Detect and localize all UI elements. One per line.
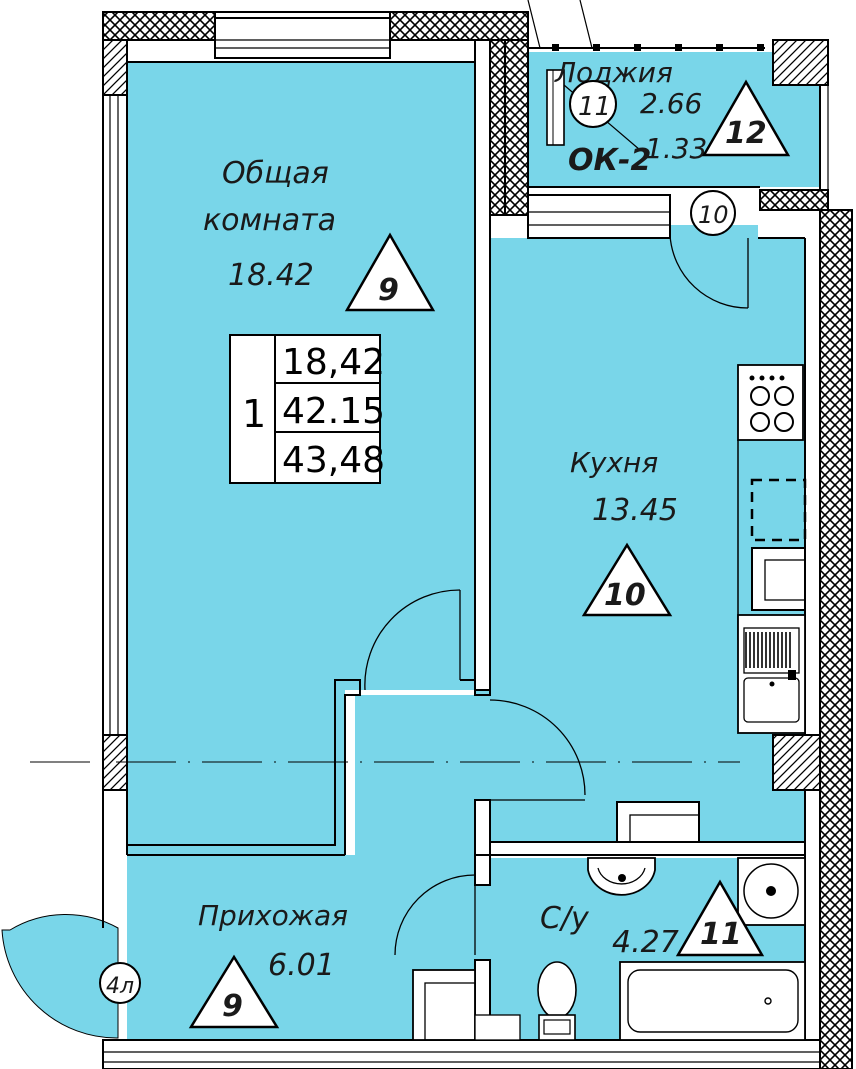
bathroom-name: С/у — [540, 901, 590, 936]
door-bathroom — [394, 874, 476, 956]
loggia-rail — [552, 44, 764, 51]
walls — [30, 0, 853, 1069]
total-with-loggia-value: 43,48 — [282, 440, 385, 481]
wall-bottom — [102, 1039, 821, 1069]
loggia-name: Лоджия — [554, 56, 673, 89]
room-labels: Общая комната 18.42 Кухня 13.45 Прихожая… — [198, 56, 707, 983]
rooms-count: 1 — [242, 392, 266, 436]
loggia-area: 2.66 — [640, 87, 702, 120]
window-top — [214, 17, 391, 59]
living-room-area: 18.42 — [228, 258, 314, 293]
finish-markers: 9 10 9 11 12 — [188, 79, 791, 1029]
total-area-value: 42.15 — [282, 391, 385, 432]
wall-top-left — [102, 11, 216, 41]
door-kitchen — [489, 699, 586, 796]
fridge-icon — [751, 547, 806, 611]
door-living — [364, 589, 461, 691]
marker-loggia: 12 — [701, 79, 791, 157]
kitchen-sink-icon — [737, 614, 806, 734]
tag-loggia: 11 — [569, 80, 617, 128]
wall-right — [819, 209, 853, 1069]
stove-icon — [737, 364, 804, 441]
living-room-name-line1: Общая — [222, 156, 329, 191]
tag-kitchen-door: 10 — [690, 190, 736, 236]
svg-text:10: 10 — [604, 578, 646, 613]
kitchen-area — [475, 225, 805, 842]
living-room-name-line2: комната — [203, 203, 336, 238]
wall-loggia-right — [772, 39, 829, 86]
kitchen-area: 13.45 — [592, 493, 678, 528]
svg-text:4л: 4л — [106, 974, 134, 999]
bathroom-sink-icon — [587, 857, 656, 896]
svg-text:9: 9 — [222, 989, 243, 1024]
circle-tags: 11 10 4л — [99, 80, 736, 1004]
wall-left-top — [102, 39, 128, 96]
entrance-door-swing — [1, 914, 119, 1039]
bathroom-area: 4.27 — [612, 925, 679, 960]
shower-tray-icon — [737, 857, 806, 926]
toilet-icon — [537, 961, 577, 1041]
bathtub-icon — [619, 961, 806, 1041]
hallway-area — [127, 695, 490, 1040]
svg-text:11: 11 — [578, 92, 611, 122]
loggia-area-2: 1.33 — [645, 132, 707, 165]
marker-bathroom: 11 — [675, 879, 765, 957]
dishwasher-icon — [750, 478, 807, 542]
tag-entrance: 4л — [99, 962, 141, 1004]
washing-machine-icon — [616, 801, 700, 843]
living-area-value: 18,42 — [282, 342, 385, 383]
hallway-name: Прихожая — [198, 899, 348, 932]
svg-text:10: 10 — [698, 201, 729, 229]
wall-top-mid — [389, 11, 529, 41]
fixtures — [412, 69, 807, 1041]
loggia-window-code: ОК-2 — [568, 143, 651, 178]
svg-text:9: 9 — [378, 273, 399, 308]
svg-text:11: 11 — [700, 917, 742, 952]
marker-living: 9 — [344, 232, 436, 312]
kitchen-name: Кухня — [570, 446, 658, 479]
area-summary-table: 1 18,42 42.15 43,48 — [229, 334, 385, 484]
marker-kitchen: 10 — [581, 542, 673, 617]
svg-text:12: 12 — [725, 116, 767, 151]
marker-hallway: 9 — [188, 954, 280, 1029]
door-loggia — [669, 234, 749, 309]
hallway-area: 6.01 — [268, 948, 335, 983]
wardrobe-icon — [412, 969, 521, 1041]
doors — [364, 234, 749, 956]
